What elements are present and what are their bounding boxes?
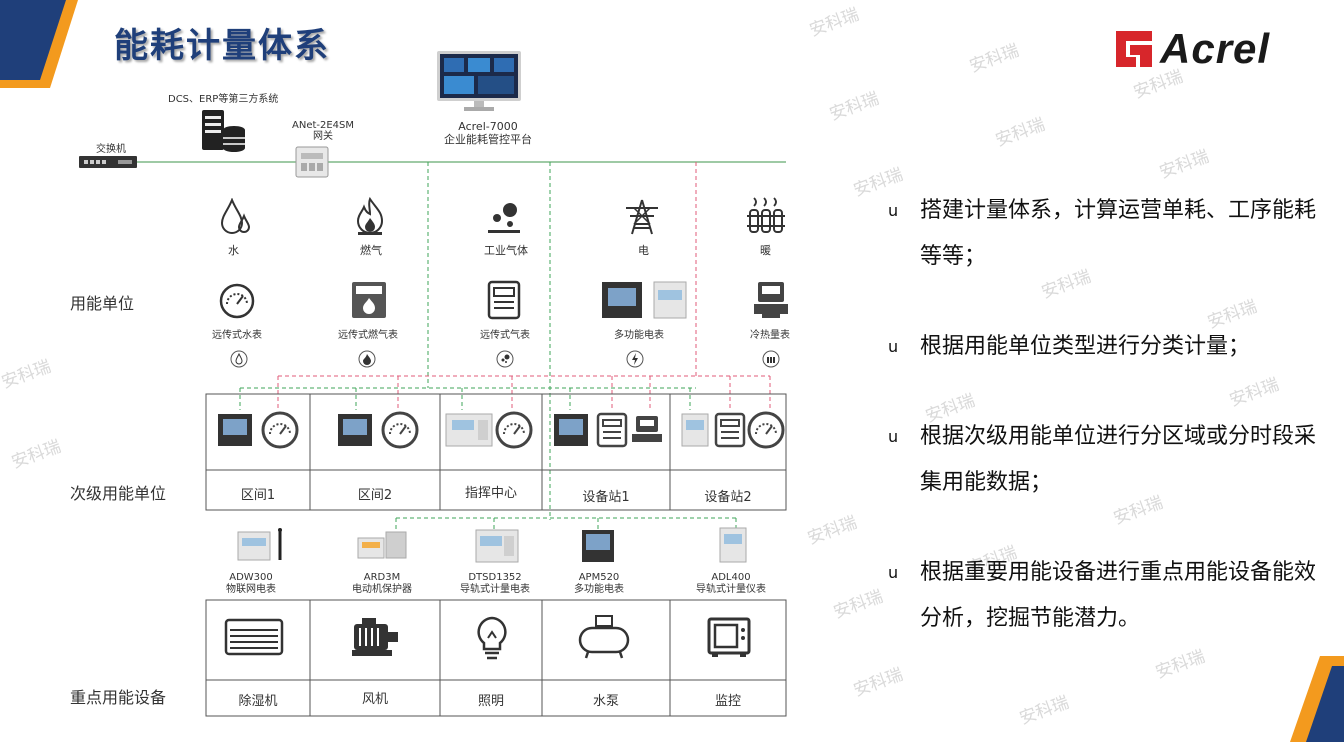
heating-radiator-icon (747, 197, 785, 233)
meter-water: 远传式水表 (212, 330, 262, 341)
platform-name: 企业能耗管控平台 (444, 133, 532, 146)
gateway-name: 网关 (313, 131, 334, 142)
bullet-mark: u (888, 201, 899, 220)
bullet-text: 根据重要用能设备进行重点用能设备能效分析，挖掘节能潜力。 (920, 560, 1317, 631)
meter-pair-icon (218, 411, 299, 449)
watermark: 安科瑞 (1156, 146, 1212, 183)
platform-label: Acrel-7000 企业能耗管控平台 (444, 120, 532, 146)
light-bulb-icon (477, 616, 507, 660)
rail-meter-icon (475, 529, 519, 563)
sub-unit-cell: 设备站1 (582, 490, 630, 505)
heat-small-icon (762, 350, 780, 368)
industrial-gas-icon (488, 203, 520, 233)
energy-type-water: 水 (228, 244, 239, 257)
gas-flame-icon (356, 196, 384, 235)
gas-meter-icon (352, 282, 386, 318)
water-pump-icon (578, 615, 630, 659)
energy-type-gas: 燃气 (360, 244, 382, 257)
water-drop-icon (220, 198, 251, 234)
equipment-cell: 水泵 (592, 694, 619, 709)
watermark: 安科瑞 (966, 40, 1022, 77)
bullet-mark: u (888, 563, 899, 582)
monitor-camera-icon (707, 617, 751, 657)
rail-meter-icon (719, 527, 747, 563)
water-meter-icon (219, 283, 255, 319)
energy-type-industrial-gas: 工业气体 (484, 244, 528, 257)
gas-flow-meter-icon (487, 280, 521, 320)
bullet-item: u 根据用能单位类型进行分类计量； (888, 324, 1318, 370)
multifunction-meter-icon (582, 530, 614, 562)
page-title: 能耗计量体系 (114, 26, 330, 66)
meter-group-icon (554, 412, 662, 448)
monitor-platform-icon (437, 51, 521, 111)
bullet-item: u 根据次级用能单位进行分区域或分时段采集用能数据； (888, 414, 1318, 506)
motor-protector-icon (357, 531, 407, 559)
meter-industrial-gas: 远传式气表 (480, 330, 530, 341)
equipment-cell: 照明 (477, 694, 504, 709)
gateway-device-icon (295, 146, 329, 178)
watermark: 安科瑞 (830, 586, 886, 623)
sub-unit-cell: 区间2 (357, 488, 393, 503)
logo-text: Acrel (1160, 25, 1271, 72)
gateway-model: ANet-2E4SM (292, 120, 355, 131)
energy-type-electricity: 电 (638, 244, 649, 257)
flame-small-icon (358, 350, 376, 368)
power-tower-icon (626, 199, 658, 235)
watermark: 安科瑞 (806, 4, 862, 41)
corner-decoration (1290, 656, 1344, 742)
third-party-label: DCS、ERP等第三方系统 (168, 94, 279, 105)
server-database-icon (202, 110, 245, 152)
acrel-logo-mark-icon (1116, 31, 1152, 67)
bullet-item: u 根据重要用能设备进行重点用能设备能效分析，挖掘节能潜力。 (888, 550, 1318, 642)
meter-electricity: 多功能电表 (614, 330, 664, 341)
gateway-label: ANet-2E4SM 网关 (292, 120, 354, 142)
topology-lines (80, 161, 787, 717)
row-label-key-equipment: 重点用能设备 (70, 688, 167, 707)
bullet-text: 根据次级用能单位进行分区域或分时段采集用能数据； (920, 424, 1317, 495)
sub-unit-cell: 指挥中心 (464, 486, 517, 501)
bullet-text: 根据用能单位类型进行分类计量； (920, 334, 1251, 359)
meter-heat: 冷热量表 (750, 330, 790, 341)
meter-group-icon (681, 411, 785, 449)
meter-pair-icon (338, 411, 419, 449)
bullet-mark: u (888, 337, 899, 356)
water-small-icon (230, 350, 248, 368)
switch-label: 交换机 (96, 144, 126, 155)
row-label-sub-unit: 次级用能单位 (70, 484, 167, 503)
watermark: 安科瑞 (826, 88, 882, 125)
equipment-cell: 监控 (714, 694, 741, 709)
equipment-cell: 风机 (361, 692, 388, 707)
sub-unit-cell: 设备站2 (704, 490, 752, 505)
sub-unit-cell: 区间1 (240, 488, 276, 503)
acrel-logo: Acrel (1114, 25, 1304, 72)
equipment-cell: 除湿机 (238, 694, 278, 709)
platform-model: Acrel-7000 (458, 120, 518, 133)
lightning-small-icon (626, 350, 644, 368)
switch-icon (79, 156, 137, 168)
multifunction-meter-icon (602, 281, 687, 319)
meter-pair-icon (445, 411, 533, 449)
watermark: 安科瑞 (804, 512, 860, 549)
watermark: 安科瑞 (992, 114, 1048, 151)
dehumidifier-icon (224, 618, 284, 656)
bullet-text: 搭建计量体系，计算运营单耗、工序能耗等等； (920, 198, 1317, 269)
meter-gas: 远传式燃气表 (338, 330, 398, 341)
heat-meter-icon (754, 282, 788, 318)
energy-type-heat: 暖 (760, 244, 771, 257)
watermark: 安科瑞 (1016, 692, 1072, 729)
gas-small-icon (496, 350, 514, 368)
row-label-unit: 用能单位 (70, 294, 135, 313)
bullet-item: u 搭建计量体系，计算运营单耗、工序能耗等等； (888, 188, 1318, 280)
iot-meter-icon (237, 528, 282, 561)
fan-motor-icon (352, 618, 398, 656)
bullet-mark: u (888, 427, 899, 446)
corner-decoration (0, 0, 78, 88)
